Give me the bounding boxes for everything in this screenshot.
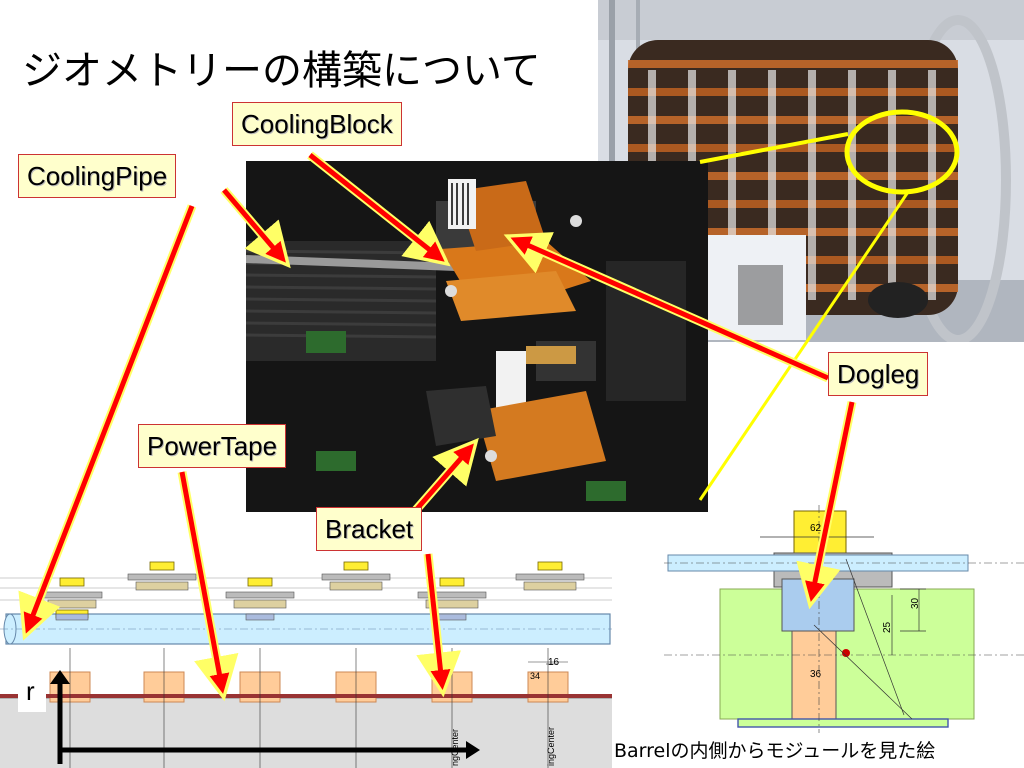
arrow-bracket-1 (412, 437, 479, 513)
module-unit-6 (515, 561, 585, 591)
center-label-2: ingCenter (546, 727, 556, 766)
r-axis-label: r (26, 676, 35, 706)
dim-36: 36 (810, 669, 822, 680)
power-tape-line (0, 694, 612, 698)
arrow-dogleg-2 (796, 401, 857, 610)
dim-16: 16 (548, 657, 560, 668)
arrow-coolingpipe-2 (18, 204, 197, 641)
arrow-bracket-2 (416, 553, 461, 698)
callout-bracket: Bracket (316, 507, 423, 551)
dim-62: 62 (810, 523, 822, 534)
r-label-box (18, 672, 46, 712)
dim-30: 30 (910, 597, 921, 609)
slide-title: ジオメトリーの構築について (22, 48, 541, 94)
callout-powertape: PowerTape (138, 424, 287, 468)
arrow-dogleg-1 (503, 232, 830, 383)
arrow-powertape (177, 471, 239, 702)
arrow-coolingpipe-1 (220, 187, 291, 269)
side-view-drawing: 16 34 ngCenter ingCenter (0, 561, 612, 768)
connector-bottom (698, 191, 910, 501)
dim-25: 25 (882, 621, 893, 633)
callout-coolingblock: CoolingBlock (232, 102, 402, 146)
callout-dogleg: Dogleg (828, 352, 929, 396)
module-unit-4 (321, 561, 391, 591)
highlight-ring (844, 109, 960, 195)
arrow-coolingblock (307, 151, 451, 267)
connector-top (699, 132, 849, 164)
center-label-1: ngCenter (450, 729, 460, 766)
callout-coolingpipe: CoolingPipe (18, 154, 177, 198)
module-unit-3 (225, 577, 295, 621)
dim-34: 34 (530, 671, 540, 681)
module-unit-2 (127, 561, 197, 591)
figure-caption: Barrelの内側からモジュールを見た絵 (614, 740, 936, 762)
